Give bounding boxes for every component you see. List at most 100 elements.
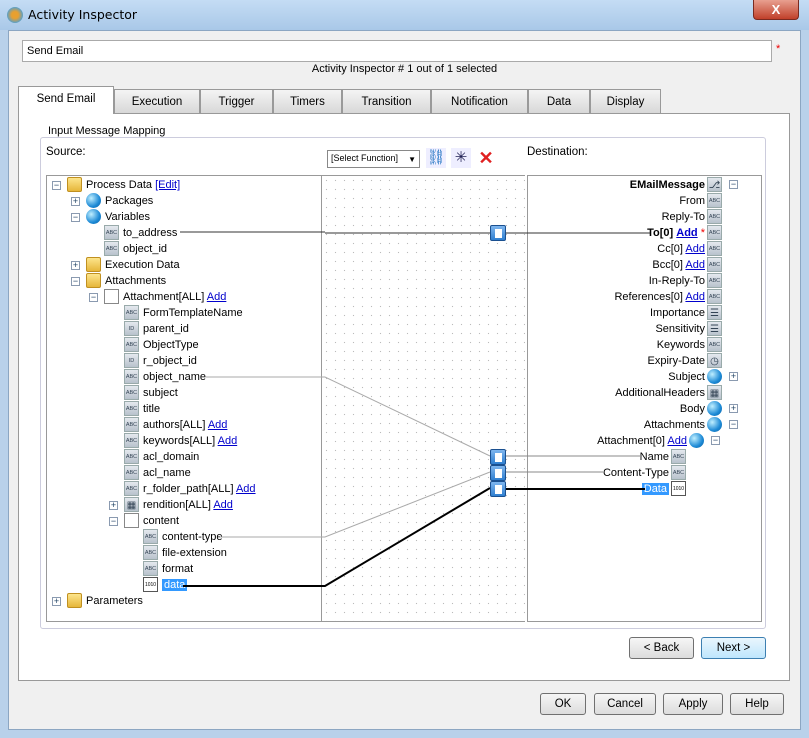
delete-icon[interactable]: ✕ <box>478 148 494 168</box>
connect-icon[interactable]: ⛓ <box>426 148 446 168</box>
source-tree-item[interactable]: Parameters <box>67 593 143 609</box>
add-link[interactable]: Add <box>213 499 233 511</box>
add-link[interactable]: Add <box>207 419 228 431</box>
tab-execution[interactable]: Execution <box>114 89 200 113</box>
source-tree-item[interactable]: ▦rendition[ALL] Add <box>124 497 233 513</box>
destination-tree-item[interactable]: Data <box>641 481 669 497</box>
expand-icon[interactable]: + <box>71 260 80 270</box>
destination-tree-item[interactable]: Subject <box>668 369 705 385</box>
source-tree-item[interactable]: content <box>124 513 179 529</box>
tab-trigger[interactable]: Trigger <box>200 89 273 113</box>
destination-tree-item[interactable]: Bcc[0] Add <box>652 257 705 273</box>
destination-tree-item[interactable]: Expiry-Date <box>648 353 705 369</box>
collapse-icon[interactable]: − <box>71 276 80 286</box>
collapse-icon[interactable]: − <box>729 419 738 429</box>
source-tree-item[interactable]: Packages <box>86 193 153 209</box>
select-pointer-icon[interactable]: ✳ <box>451 148 471 168</box>
collapse-icon[interactable]: − <box>71 212 80 222</box>
cancel-button[interactable]: Cancel <box>594 693 656 715</box>
apply-button[interactable]: Apply <box>663 693 723 715</box>
tab-timers[interactable]: Timers <box>273 89 342 113</box>
close-button[interactable]: X <box>753 0 799 20</box>
destination-tree-item[interactable]: Content-Type <box>603 465 669 481</box>
destination-tree[interactable] <box>527 175 762 622</box>
destination-tree-item[interactable]: Attachment[0] Add <box>597 433 687 449</box>
tab-send-email[interactable]: Send Email <box>18 86 114 114</box>
expand-icon[interactable]: + <box>52 596 61 606</box>
mapping-node-content-type[interactable] <box>490 465 506 481</box>
destination-tree-item[interactable]: References[0] Add <box>614 289 705 305</box>
source-tree-item[interactable]: Variables <box>86 209 150 225</box>
destination-tree-item[interactable]: To[0] Add * <box>647 225 705 241</box>
destination-tree-item[interactable]: Reply-To <box>662 209 705 225</box>
add-link[interactable]: Add <box>206 291 227 303</box>
ok-button[interactable]: OK <box>540 693 586 715</box>
destination-tree-item[interactable]: In-Reply-To <box>649 273 705 289</box>
collapse-icon[interactable]: − <box>109 516 118 526</box>
function-select[interactable]: [Select Function]▼ <box>327 150 420 168</box>
mapping-node-data[interactable] <box>490 481 506 497</box>
expand-icon[interactable]: + <box>729 403 738 413</box>
help-button[interactable]: Help <box>730 693 784 715</box>
mapping-node-name[interactable] <box>490 449 506 465</box>
expand-icon[interactable]: + <box>71 196 80 206</box>
tab-transition[interactable]: Transition <box>342 89 431 113</box>
destination-tree-item[interactable]: EMailMessage <box>630 177 705 193</box>
destination-tree-item[interactable]: Importance <box>650 305 705 321</box>
destination-tree-item[interactable]: Body <box>680 401 705 417</box>
destination-tree-item[interactable]: Sensitivity <box>655 321 705 337</box>
collapse-icon[interactable]: − <box>729 179 738 189</box>
expand-icon[interactable]: + <box>729 371 738 381</box>
collapse-icon[interactable]: − <box>711 435 720 445</box>
destination-tree-item[interactable]: From <box>679 193 705 209</box>
next-button[interactable]: Next > <box>701 637 766 659</box>
source-tree-item[interactable]: Process Data [Edit] <box>67 177 180 193</box>
add-link[interactable]: Add <box>685 243 705 255</box>
add-link[interactable]: Add <box>685 259 705 271</box>
add-link[interactable]: Add <box>235 483 256 495</box>
destination-tree-item[interactable]: AdditionalHeaders <box>615 385 705 401</box>
collapse-icon[interactable]: − <box>89 292 98 302</box>
destination-tree-item[interactable]: Name <box>640 449 669 465</box>
activity-name-input[interactable] <box>22 40 772 62</box>
source-tree-item[interactable]: Execution Data <box>86 257 180 273</box>
destination-tree-item[interactable]: Attachments <box>644 417 705 433</box>
add-link[interactable]: Add <box>217 435 238 447</box>
collapse-icon[interactable]: − <box>52 180 61 190</box>
tab-data[interactable]: Data <box>528 89 590 113</box>
expand-icon[interactable]: + <box>109 500 118 510</box>
add-link[interactable]: Add <box>676 227 698 239</box>
source-tree-item[interactable]: Attachment[ALL] Add <box>104 289 226 305</box>
source-tree-item[interactable]: Attachments <box>86 273 166 289</box>
destination-tree-item[interactable]: Cc[0] Add <box>657 241 705 257</box>
add-link[interactable]: Add <box>685 291 705 303</box>
tab-display[interactable]: Display <box>590 89 661 113</box>
app-icon <box>7 7 23 23</box>
edit-link[interactable]: [Edit] <box>155 179 181 191</box>
add-link[interactable]: Add <box>667 435 687 447</box>
tab-notification[interactable]: Notification <box>431 89 528 113</box>
mapping-node-to[interactable] <box>490 225 506 241</box>
abc-icon: ABC <box>707 257 722 272</box>
destination-tree-item[interactable]: Keywords <box>657 337 705 353</box>
back-button[interactable]: < Back <box>629 637 694 659</box>
mapping-canvas[interactable] <box>322 175 525 622</box>
